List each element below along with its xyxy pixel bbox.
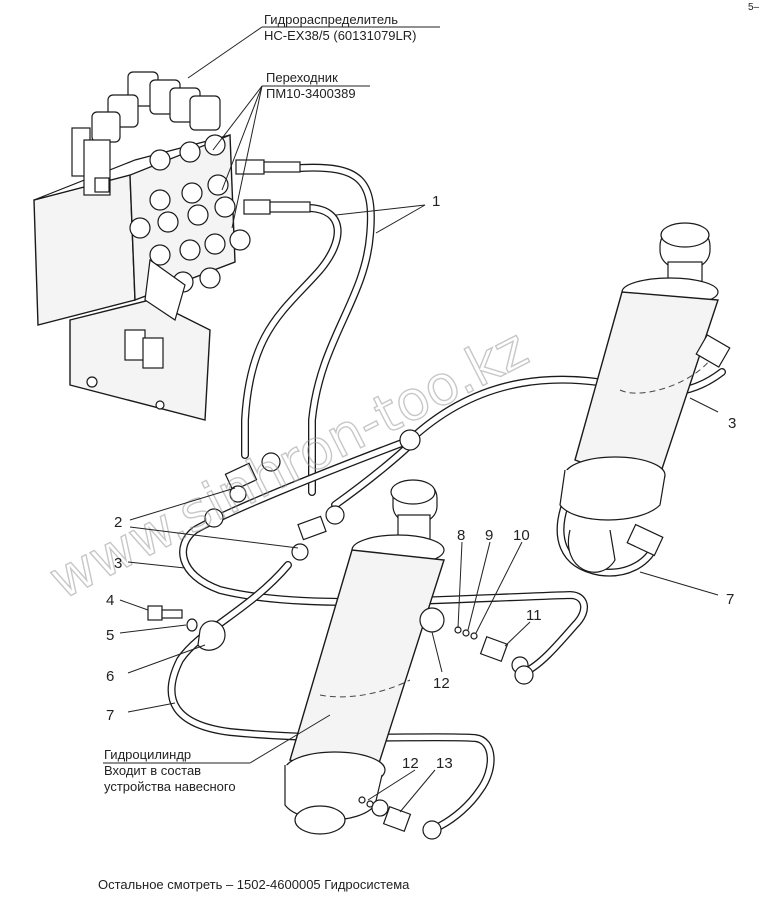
hydraulic-distributor	[33, 71, 311, 421]
callout-7-right: 7	[726, 591, 734, 608]
distributor-label-line2: НС-ЕХ38/5 (60131079LR)	[264, 28, 416, 43]
callout-3-right: 3	[728, 415, 736, 432]
adapter-label-line1: Переходник	[266, 70, 338, 85]
small-parts	[147, 429, 534, 840]
callout-2: 2	[114, 514, 122, 531]
footer-note: Остальное смотреть – 1502-4600005 Гидрос…	[98, 877, 410, 892]
cylinder-label-line2: Входит в состав	[104, 763, 201, 778]
corner-mark: 5–	[748, 2, 760, 13]
text-labels: Гидрораспределитель НС-ЕХ38/5 (60131079L…	[98, 12, 416, 892]
adapter-label-line2: ПМ10-3400389	[266, 86, 356, 101]
callout-9: 9	[485, 527, 493, 544]
cylinder-label-line3: устройства навесного	[104, 779, 236, 794]
callout-5: 5	[106, 627, 114, 644]
callout-8: 8	[457, 527, 465, 544]
callout-1: 1	[432, 193, 440, 210]
leader-lines	[103, 26, 719, 813]
distributor-label-line1: Гидрораспределитель	[264, 12, 398, 27]
hydraulic-cylinder-right	[559, 222, 731, 573]
callout-6: 6	[106, 668, 114, 685]
cylinder-label-line1: Гидроцилиндр	[104, 747, 191, 762]
callout-12-lower: 12	[402, 755, 419, 772]
callout-numbers: 1 2 3 3 4 5 6 7 7 8 9 10 11 12 12 13	[106, 193, 736, 772]
hydraulic-cylinder-left	[284, 479, 445, 835]
callout-7-left: 7	[106, 707, 114, 724]
callout-11: 11	[526, 607, 542, 624]
callout-13: 13	[436, 755, 453, 772]
callout-3-left: 3	[114, 555, 122, 572]
callout-12-upper: 12	[433, 675, 450, 692]
callout-4: 4	[106, 592, 114, 609]
callout-10: 10	[513, 527, 530, 544]
